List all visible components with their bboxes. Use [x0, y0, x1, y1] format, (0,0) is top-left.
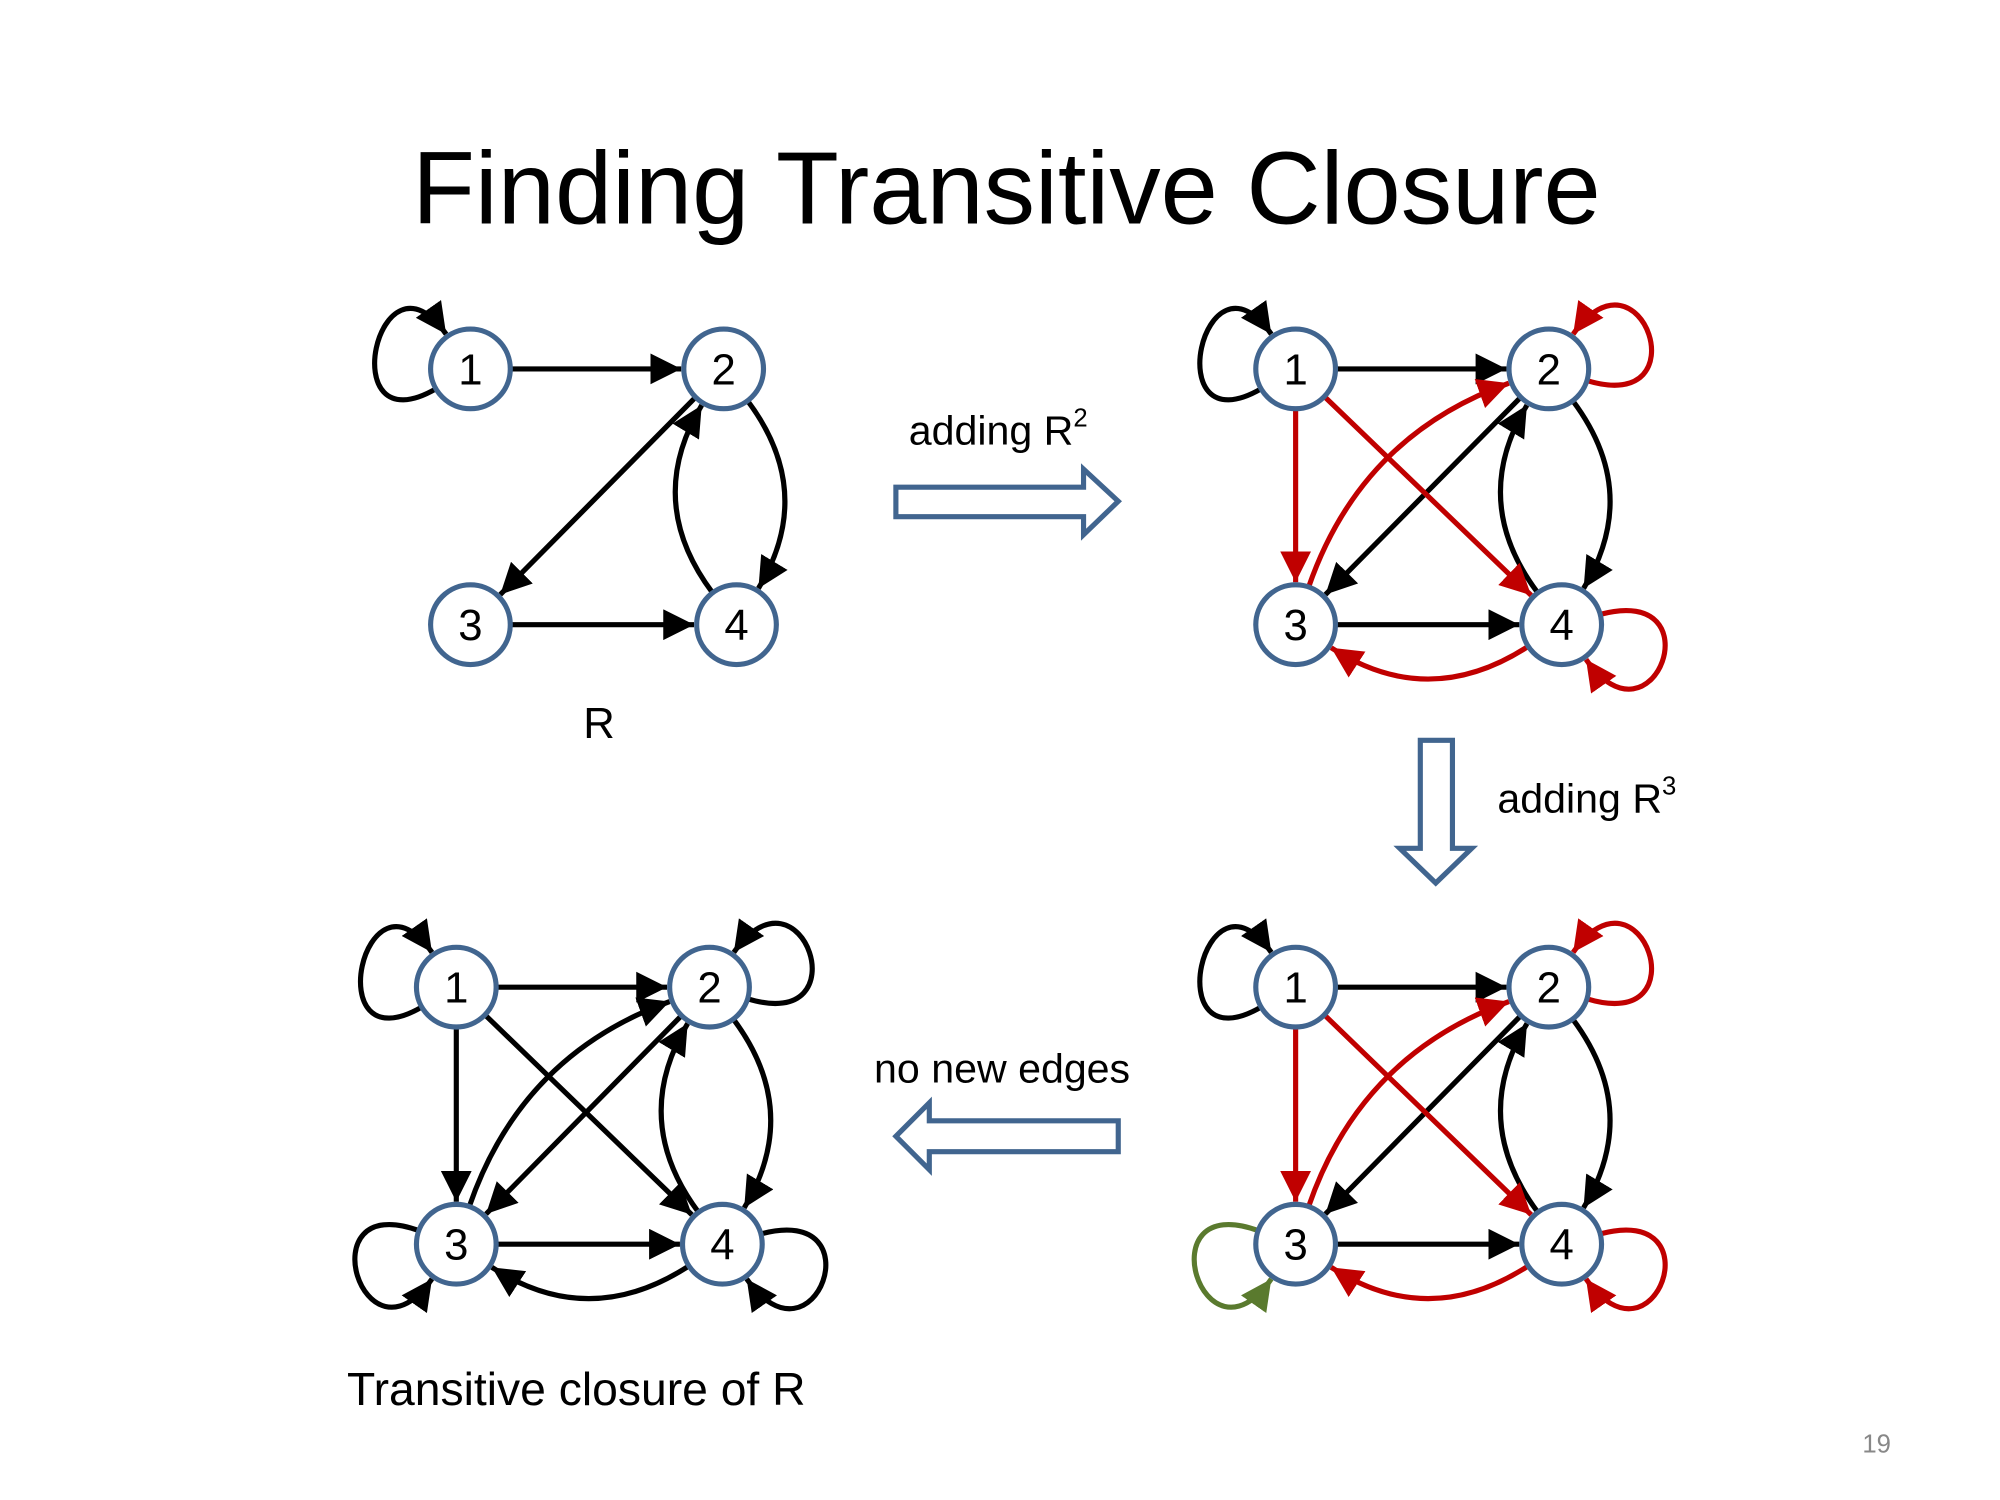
node-label: 1	[444, 964, 468, 1013]
node-label: 1	[1283, 345, 1307, 394]
node-label: 3	[1283, 601, 1307, 650]
slide-title: Finding Transitive Closure	[412, 131, 1601, 246]
node-circle	[413, 1201, 499, 1287]
node-4: 4	[1519, 582, 1605, 668]
graph-closure: 1 2 3 4	[352, 918, 829, 1314]
edge-1-to-4	[483, 1012, 694, 1217]
edge-1-to-1	[1197, 300, 1274, 403]
node-2: 2	[1506, 944, 1592, 1030]
node-circle	[1253, 326, 1339, 412]
edge-2-to-3	[1323, 1013, 1523, 1216]
edge-2-to-3	[498, 395, 698, 597]
node-circle	[1519, 582, 1605, 668]
node-1: 1	[1253, 326, 1339, 412]
edge-3-to-3	[352, 1221, 435, 1314]
node-label: 1	[1283, 964, 1307, 1013]
node-circle	[1506, 944, 1592, 1030]
label-adding-r2: adding R2	[909, 405, 1088, 454]
node-2: 2	[1506, 326, 1592, 412]
node-label: 4	[1550, 1221, 1574, 1270]
node-circle	[428, 582, 513, 668]
edge-4-to-2	[658, 1022, 701, 1214]
node-circle	[694, 582, 779, 668]
edge-4-to-3	[1329, 1263, 1530, 1302]
node-2: 2	[681, 326, 767, 412]
edge-3-to-3	[1191, 1221, 1274, 1314]
edge-4-to-2	[1497, 403, 1540, 595]
edge-2-to-3	[484, 1013, 684, 1216]
edge-2-to-4	[745, 399, 788, 590]
node-label: 2	[1537, 964, 1561, 1013]
edge-2-to-3	[1323, 395, 1523, 597]
node-1: 1	[413, 944, 499, 1030]
edge-2-to-2	[1571, 918, 1654, 1007]
edge-2-to-2	[1571, 300, 1654, 388]
edge-4-to-2	[672, 403, 715, 595]
node-circle	[1253, 944, 1339, 1030]
node-circle	[1519, 1201, 1605, 1287]
edge-4-to-2	[1497, 1022, 1540, 1214]
node-4: 4	[694, 582, 779, 668]
node-3: 3	[413, 1201, 499, 1287]
edge-1-to-1	[1197, 918, 1274, 1021]
edge-3-to-2	[466, 997, 671, 1208]
label-transitive-closure: Transitive closure of R	[347, 1363, 806, 1415]
graph-label-r: R	[583, 699, 615, 748]
node-3: 3	[1253, 1201, 1339, 1287]
node-label: 4	[710, 1221, 734, 1270]
edge-1-to-4	[1322, 1012, 1533, 1217]
edge-4-to-4	[1583, 1227, 1668, 1314]
node-label: 3	[458, 601, 482, 650]
edge-3-to-2	[1306, 997, 1510, 1208]
label-adding-r3: adding R3	[1497, 772, 1676, 821]
graph-R_plus_R2_R3: 1 2 3 4	[1191, 918, 1668, 1314]
graph-R_plus_R2: 1 2 3 4	[1197, 300, 1668, 694]
edge-4-to-4	[1583, 608, 1668, 694]
node-circle	[428, 326, 513, 412]
node-label: 3	[444, 1221, 468, 1270]
node-2: 2	[667, 944, 752, 1030]
node-label: 3	[1283, 1221, 1307, 1270]
down-arrow-icon	[1393, 737, 1479, 887]
edge-1-to-1	[357, 918, 435, 1021]
edge-3-to-2	[1306, 379, 1510, 588]
edge-2-to-4	[1570, 399, 1613, 590]
edge-4-to-3	[1329, 644, 1530, 682]
edge-2-to-2	[731, 918, 815, 1007]
node-3: 3	[1253, 582, 1339, 668]
node-circle	[1506, 326, 1592, 412]
node-label: 2	[711, 345, 735, 394]
right-arrow-icon	[893, 463, 1122, 541]
edge-1-to-1	[372, 300, 449, 403]
node-4: 4	[1519, 1201, 1605, 1287]
node-label: 4	[1550, 601, 1574, 650]
node-label: 4	[724, 601, 748, 650]
edge-2-to-4	[731, 1017, 774, 1210]
edge-2-to-4	[1570, 1017, 1613, 1210]
node-label: 1	[458, 345, 482, 394]
page-number: 19	[1862, 1430, 1891, 1458]
node-circle	[681, 326, 767, 412]
label-no-new-edges: no new edges	[874, 1045, 1130, 1091]
node-circle	[679, 1201, 765, 1287]
node-1: 1	[1253, 944, 1339, 1030]
edge-1-to-4	[1322, 394, 1533, 598]
node-3: 3	[428, 582, 513, 668]
node-circle	[1253, 1201, 1339, 1287]
edge-4-to-4	[744, 1227, 829, 1314]
node-4: 4	[679, 1201, 765, 1287]
graph-R: 1 2 3 4	[372, 300, 788, 668]
node-circle	[667, 944, 752, 1030]
node-circle	[413, 944, 499, 1030]
node-label: 2	[1537, 345, 1561, 394]
edge-4-to-3	[490, 1263, 691, 1302]
node-1: 1	[428, 326, 513, 412]
left-arrow-icon	[892, 1096, 1121, 1176]
node-label: 2	[697, 964, 721, 1013]
node-circle	[1253, 582, 1339, 668]
